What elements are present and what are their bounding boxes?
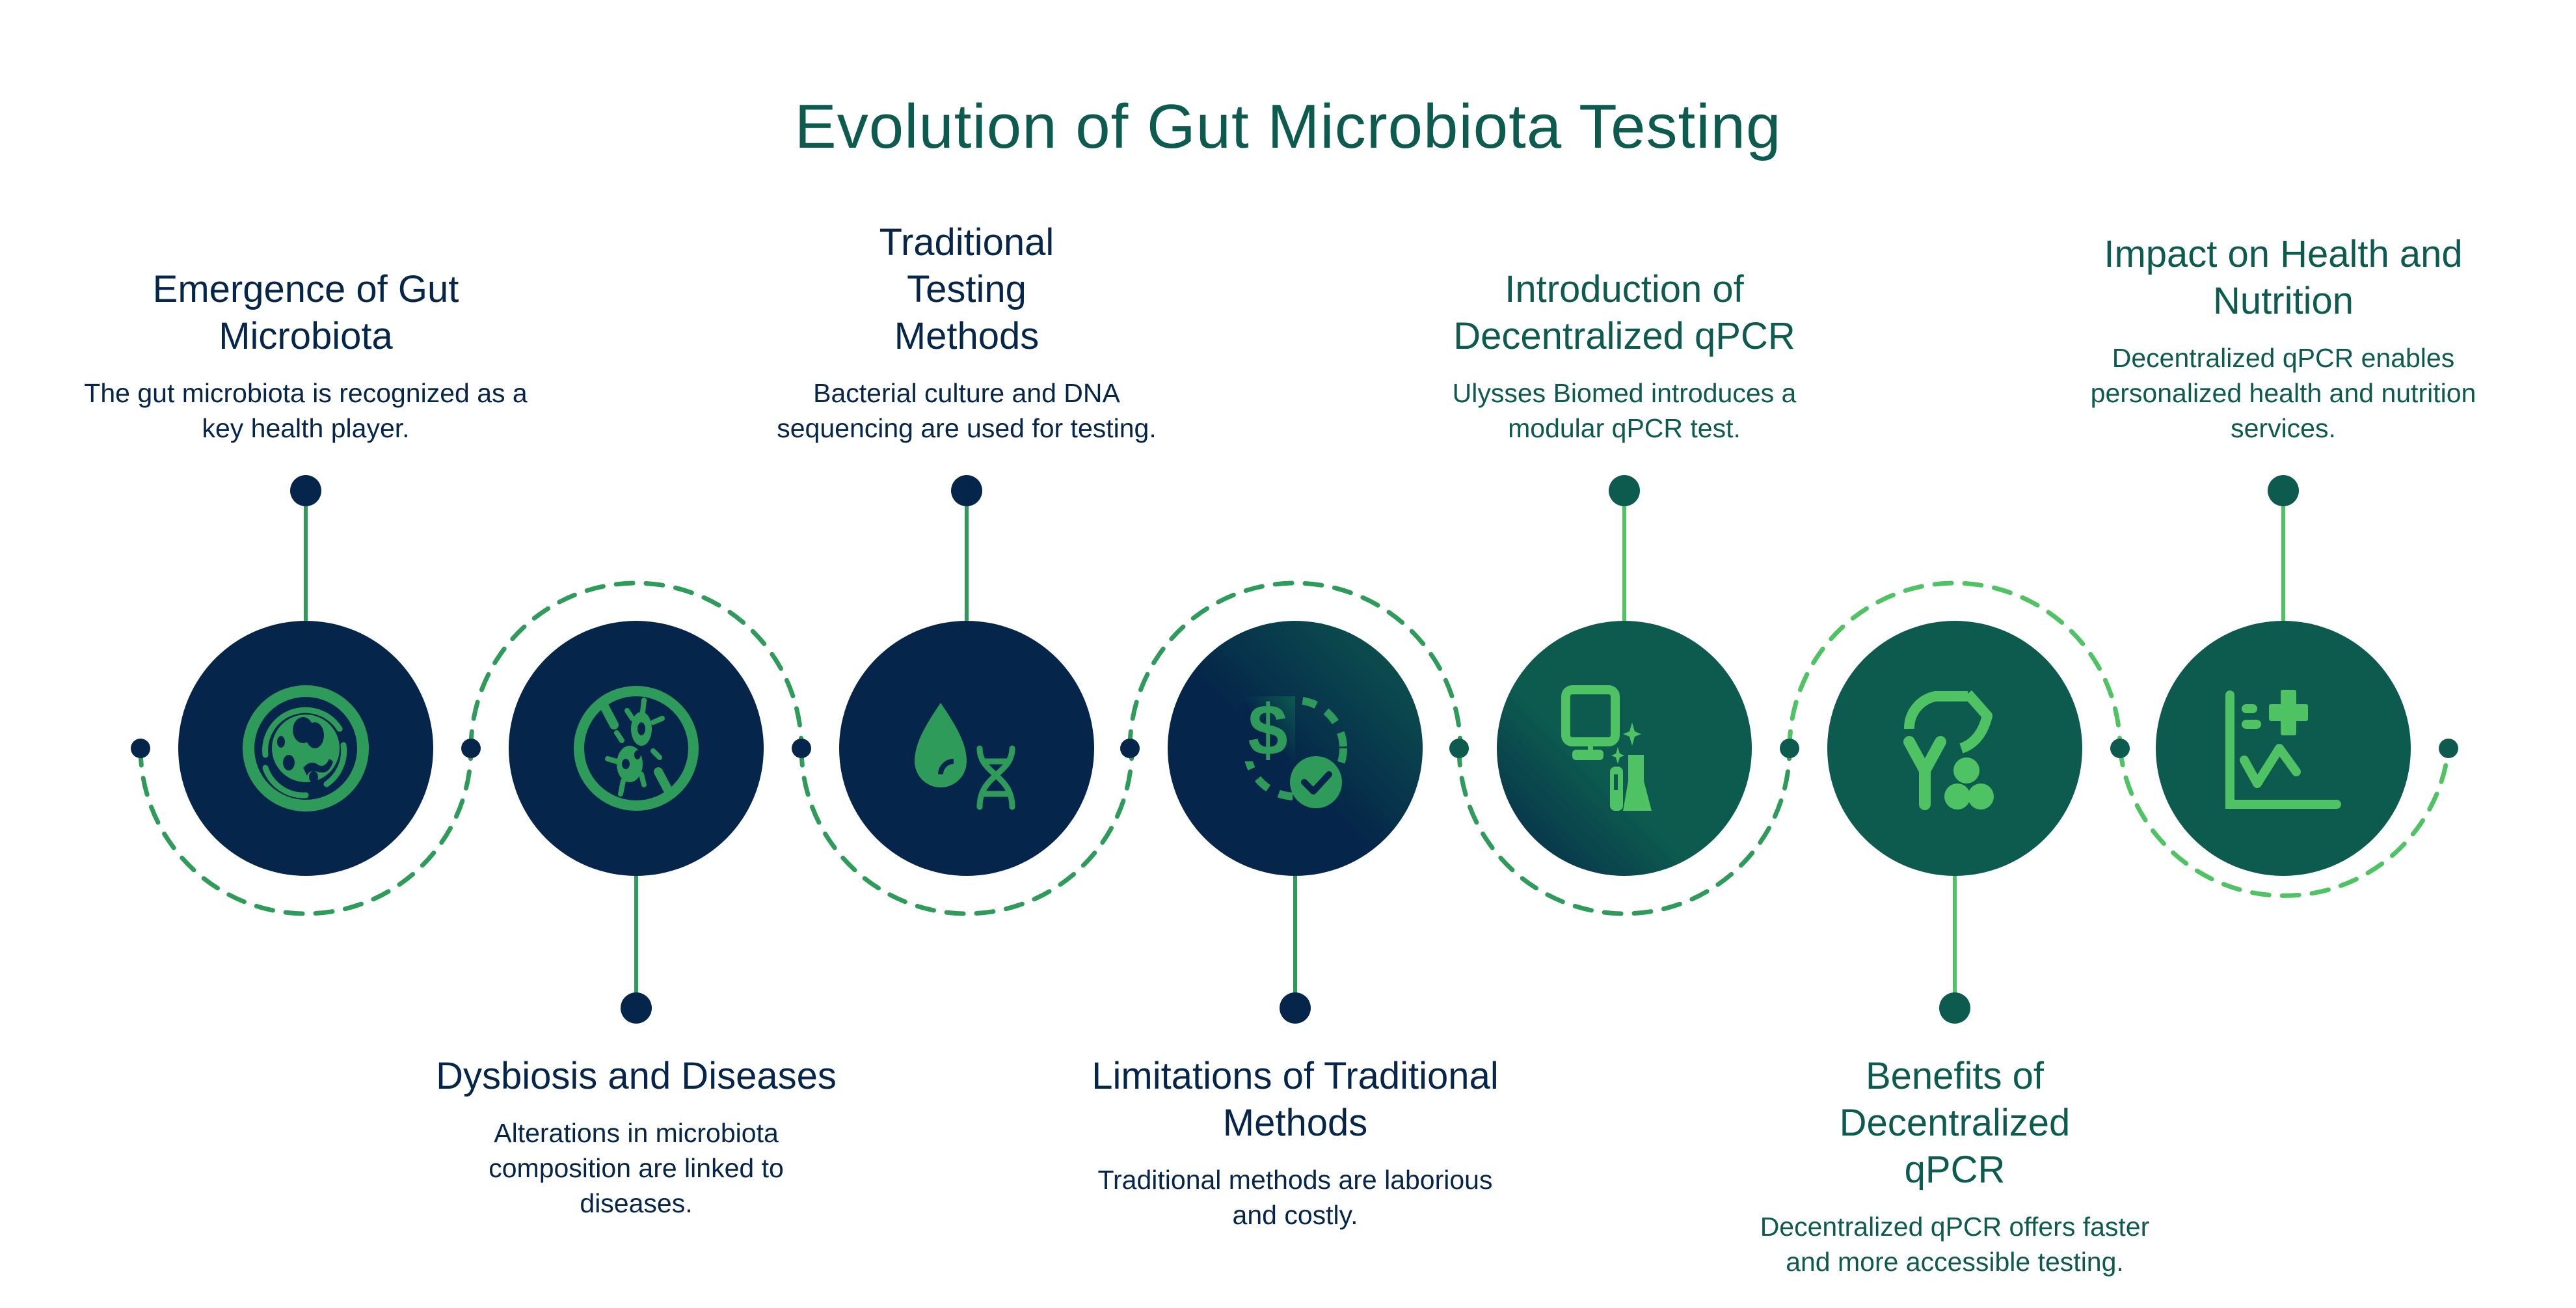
step-circle-6 bbox=[1827, 621, 2082, 876]
antibody-icon bbox=[1903, 690, 1994, 810]
drop-dna-icon bbox=[915, 703, 1015, 810]
step-description: Traditional methods are laborious and co… bbox=[1097, 1165, 1493, 1230]
step-6: Benefits of Decentralized qPCR Decentral… bbox=[1721, 1053, 2189, 1279]
step-7: Impact on Health and Nutrition Decentral… bbox=[2049, 231, 2517, 446]
milestone-dot bbox=[290, 475, 321, 506]
svg-text:$: $ bbox=[1248, 690, 1287, 770]
step-heading: Impact on Health and Nutrition bbox=[2104, 233, 2463, 322]
dashed-arc bbox=[799, 746, 1134, 916]
path-dot bbox=[1449, 739, 1469, 758]
path-dot bbox=[792, 739, 811, 758]
step-description: The gut microbiota is recognized as a ke… bbox=[84, 378, 528, 443]
path-dot bbox=[1780, 739, 1799, 758]
lab-computer-icon bbox=[1561, 685, 1652, 811]
step-circle-5 bbox=[1497, 621, 1752, 876]
step-description: Decentralized qPCR offers faster and mor… bbox=[1760, 1212, 2150, 1277]
path-dot bbox=[461, 739, 481, 758]
milestone-dot bbox=[1609, 475, 1640, 506]
path-dot bbox=[2110, 739, 2130, 758]
step-description: Alterations in microbiota composition ar… bbox=[489, 1118, 784, 1218]
cost-check-icon: $ bbox=[1243, 690, 1347, 808]
dashed-arc bbox=[1127, 580, 1463, 751]
milestone-dot bbox=[951, 475, 982, 506]
path-dot bbox=[2439, 739, 2458, 758]
path-dot bbox=[1120, 739, 1140, 758]
step-description: Decentralized qPCR enables personalized … bbox=[2090, 343, 2476, 443]
step-5: Introduction of Decentralized qPCR Ulyss… bbox=[1390, 266, 1858, 446]
petri-dish-icon bbox=[243, 685, 369, 811]
dashed-arc bbox=[2117, 746, 2451, 898]
step-heading: Introduction of Decentralized qPCR bbox=[1453, 268, 1795, 357]
page-title: Evolution of Gut Microbiota Testing bbox=[794, 92, 1782, 161]
step-heading: Benefits of Decentralized qPCR bbox=[1839, 1055, 2071, 1191]
dashed-arc bbox=[138, 746, 474, 916]
milestone-dot bbox=[1939, 992, 1970, 1024]
step-3: Traditional Testing Methods Bacterial cu… bbox=[732, 219, 1201, 446]
step-heading: Emergence of Gut Microbiota bbox=[152, 268, 459, 357]
no-bacteria-icon bbox=[574, 686, 699, 811]
step-4: Limitations of Traditional Methods Tradi… bbox=[1061, 1053, 1529, 1233]
dashed-arc bbox=[1787, 580, 2123, 751]
step-description: Ulysses Biomed introduces a modular qPCR… bbox=[1452, 378, 1797, 443]
step-circle-3 bbox=[839, 621, 1094, 876]
step-1: Emergence of Gut Microbiota The gut micr… bbox=[72, 266, 540, 446]
dashed-arc bbox=[468, 580, 804, 751]
step-heading: Traditional Testing Methods bbox=[879, 221, 1054, 357]
health-chart-icon bbox=[2225, 690, 2341, 809]
milestone-dot bbox=[621, 992, 652, 1024]
step-description: Bacterial culture and DNA sequencing are… bbox=[777, 378, 1157, 443]
step-2: Dysbiosis and Diseases Alterations in mi… bbox=[402, 1053, 870, 1221]
dashed-arc bbox=[1456, 746, 1792, 916]
milestone-dot bbox=[1280, 992, 1311, 1024]
step-heading: Limitations of Traditional Methods bbox=[1092, 1055, 1499, 1144]
step-heading: Dysbiosis and Diseases bbox=[436, 1055, 837, 1097]
path-dot bbox=[131, 739, 150, 758]
milestone-dot bbox=[2268, 475, 2299, 506]
